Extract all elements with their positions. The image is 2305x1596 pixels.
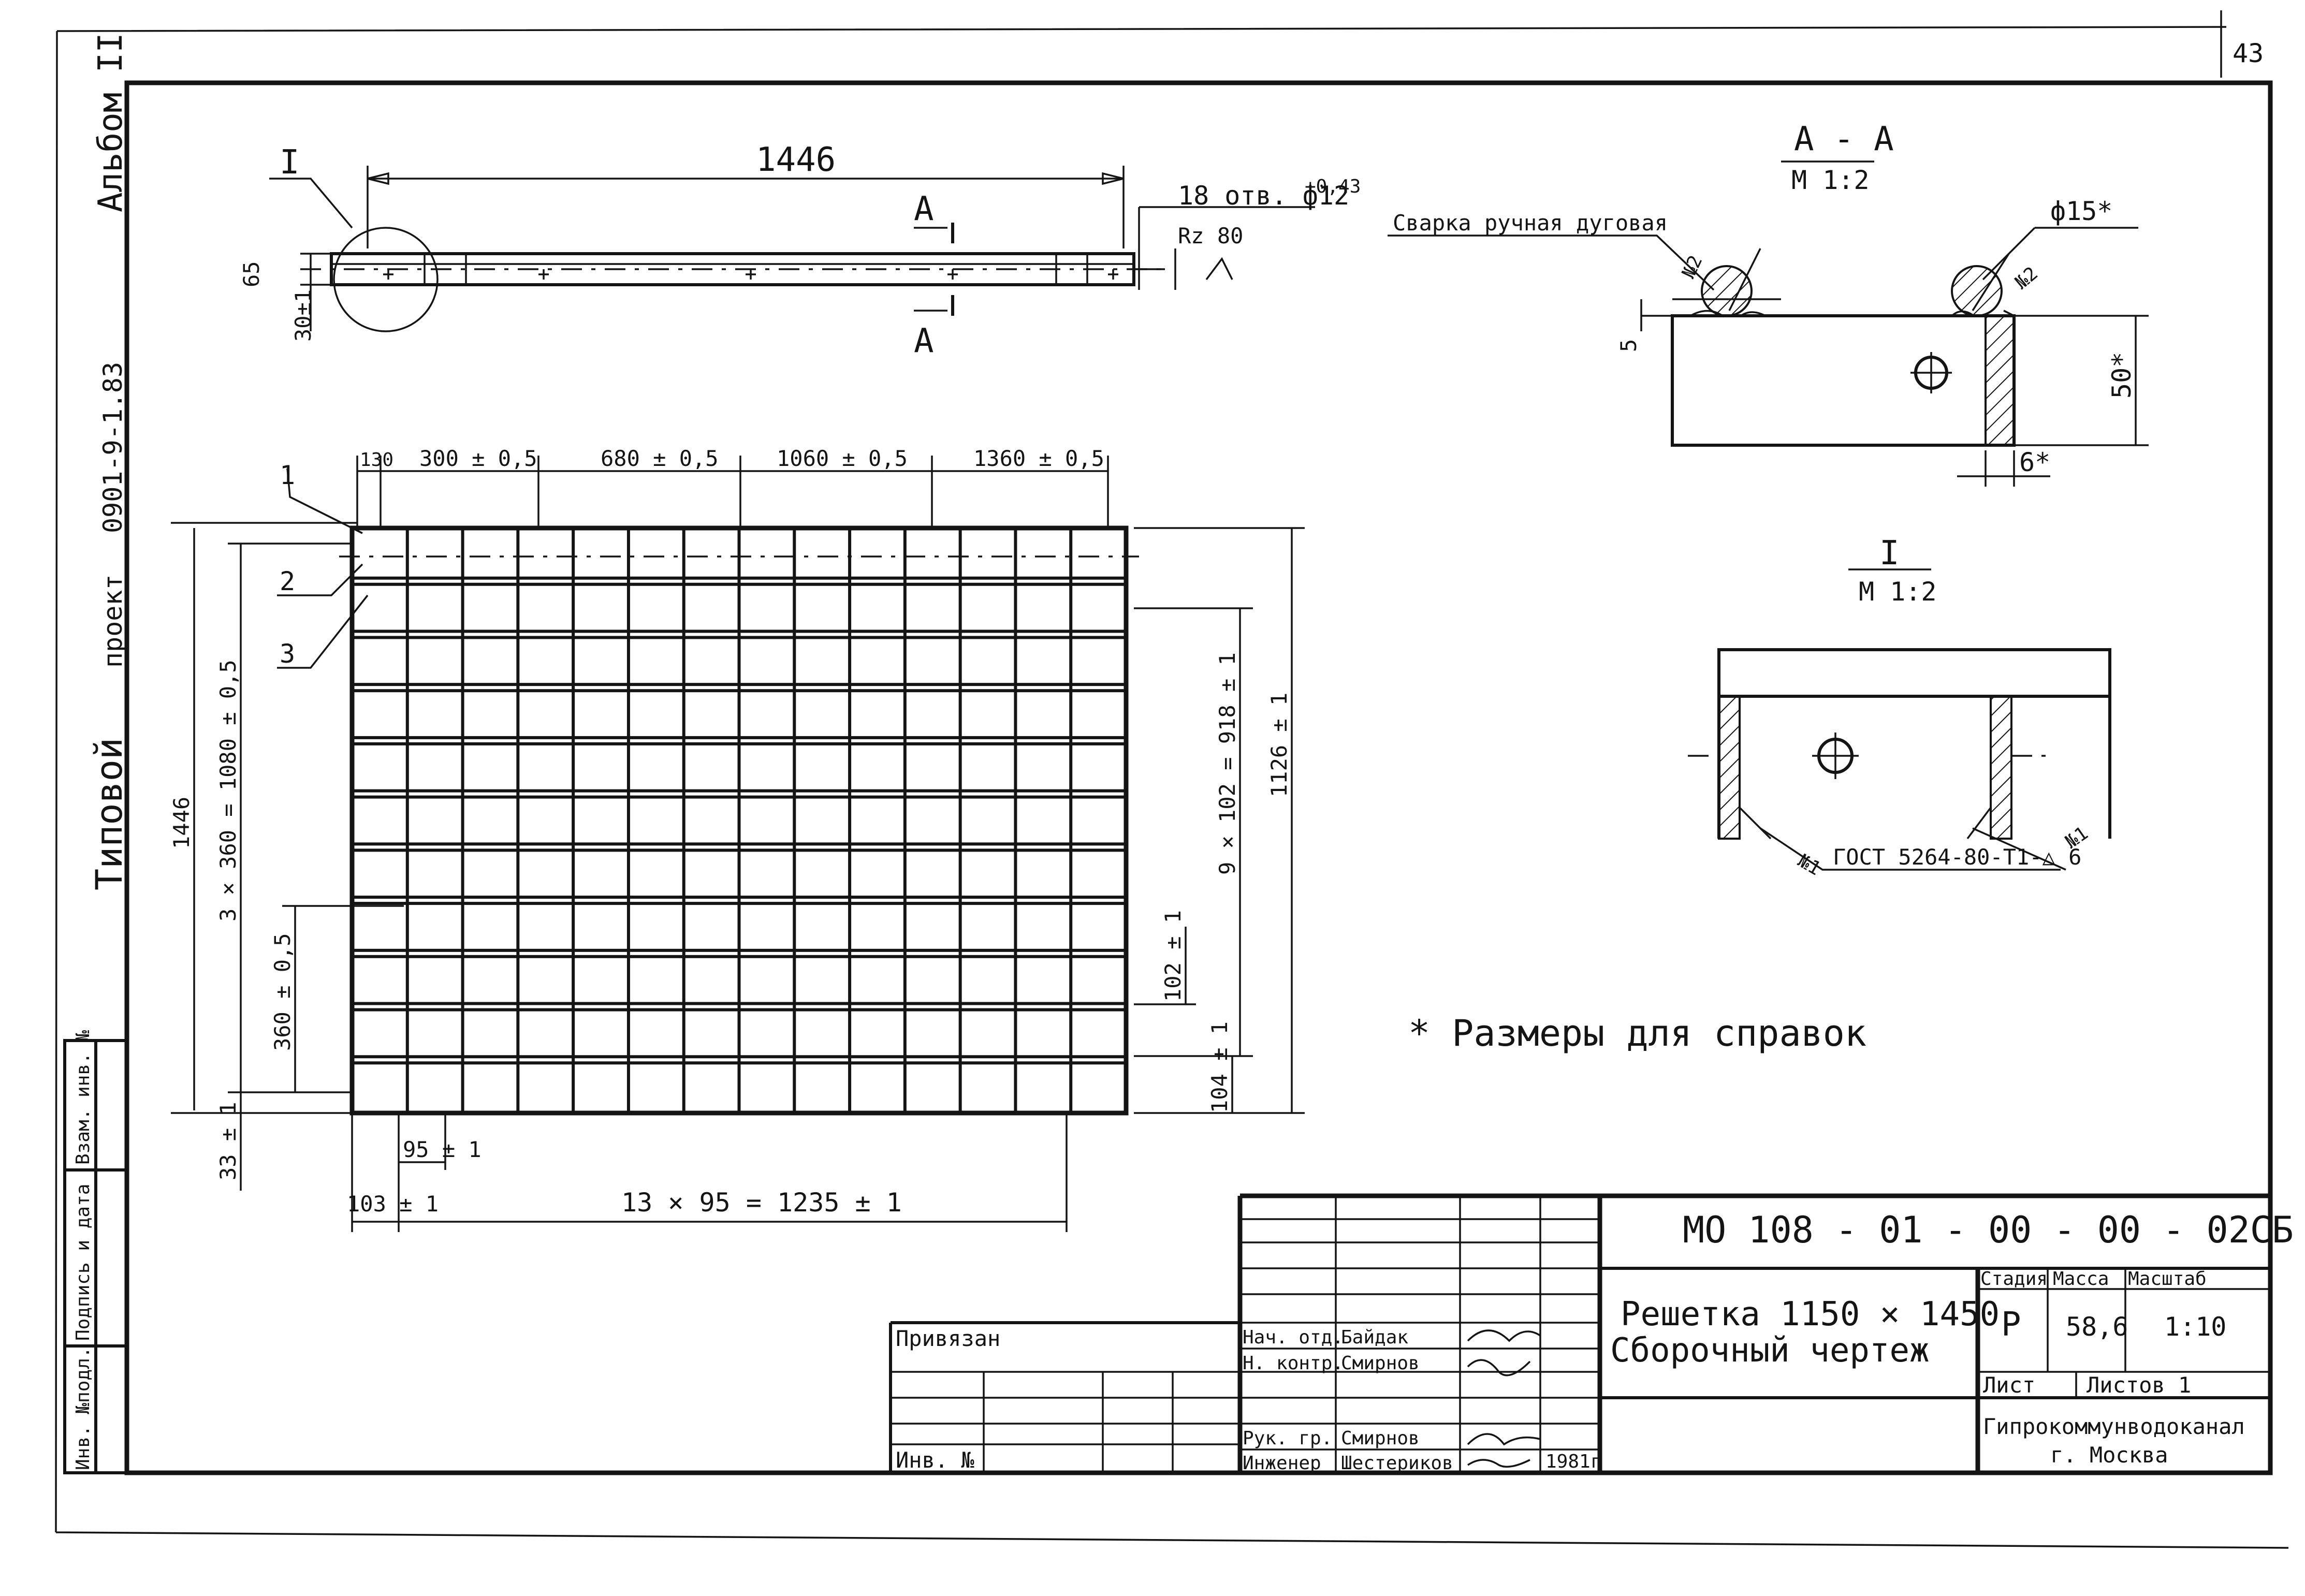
dim-edge-bottom: 103 ± 1 <box>347 1191 439 1217</box>
sheet-frame <box>55 10 2289 1549</box>
grating-bar-horizontal <box>351 629 1128 639</box>
grating-bar-horizontal <box>351 948 1128 958</box>
section-aa-title: А - А <box>1794 120 1894 158</box>
dim-chain-bottom: 13 × 95 = 1235 ± 1 <box>621 1188 902 1218</box>
dim-chain-right: 9 × 102 = 918 ± 1 <box>1215 652 1240 875</box>
top-view-length: 1446 <box>756 141 836 179</box>
title-designation: МО 108 - 01 - 00 - 00 - 02СБ <box>1683 1209 2294 1251</box>
title-inv-no: Инв. № <box>896 1447 974 1473</box>
side-stamp <box>63 1039 128 1474</box>
name-4: Шестериков <box>1341 1453 1453 1474</box>
section-aa-weld-right: №2 <box>2011 263 2042 294</box>
title-name-1: Решетка 1150 × 1450 <box>1621 1295 2000 1334</box>
section-aa-diameter: ф15* <box>2050 196 2112 226</box>
top-view-callout: I <box>280 143 300 182</box>
section-mark-bottom: А <box>914 322 934 360</box>
grating-bar-horizontal <box>351 576 1128 586</box>
project-word: проект <box>98 574 128 668</box>
title-mass-header: Масса <box>2053 1268 2109 1290</box>
side-stamp-podpis: Подпись и дата <box>72 1184 94 1341</box>
side-stamp-vzam: Взам. инв. № <box>72 1030 94 1165</box>
top-dim-3: 680 ± 0,5 <box>601 446 719 471</box>
top-view-roughness: Rz 80 <box>1178 223 1243 248</box>
top-dim-4: 1060 ± 0,5 <box>777 446 908 471</box>
grating-bars <box>351 528 1128 1113</box>
top-dim-1: 130 <box>360 449 393 471</box>
side-stamp-inv: Инв. №подл. <box>72 1347 94 1470</box>
top-view-hole-tol: +0,43 <box>1305 176 1361 197</box>
title-org-2: г. Москва <box>2050 1442 2168 1468</box>
top-dim-2: 300 ± 0,5 <box>419 446 537 471</box>
position-3: 3 <box>280 639 295 669</box>
section-aa-dim-left: 5 <box>1616 339 1641 352</box>
title-block <box>889 1193 2270 1473</box>
title-stage: Р <box>2001 1306 2021 1344</box>
section-aa-scale: М 1:2 <box>1791 165 1870 195</box>
page-number: 43 <box>2233 38 2264 68</box>
detail-i-scale: М 1:2 <box>1859 577 1937 607</box>
section-aa-weld-left: №2 <box>1678 252 1707 282</box>
dim-overall-right: 1126 ± 1 <box>1266 693 1292 797</box>
title-scale: 1:10 <box>2164 1312 2226 1342</box>
grating-bar-horizontal <box>351 842 1128 852</box>
section-aa-weld-note: Сварка ручная дуговая <box>1393 210 1668 236</box>
name-2: Смирнов <box>1341 1353 1420 1374</box>
name-1: Байдак <box>1341 1327 1408 1348</box>
title-mass: 58,6 <box>2066 1312 2128 1342</box>
top-view <box>269 166 1315 332</box>
dim-bottom-left: 33 ± 1 <box>215 1102 241 1180</box>
title-sheet: Лист <box>1983 1372 2035 1398</box>
grating-bar-horizontal <box>351 1055 1128 1065</box>
role-3: Рук. гр. <box>1243 1428 1332 1449</box>
album-label: Альбом II <box>92 33 130 212</box>
top-dim-5: 1360 ± 0,5 <box>973 446 1104 471</box>
grating-bar-horizontal <box>351 789 1128 799</box>
dim-chain-left: 3 × 360 = 1080 ± 0,5 <box>215 660 241 921</box>
detail-i <box>1688 568 2111 871</box>
detail-i-gost: ГОСТ 5264-80-Т1-△ 6 <box>1833 844 2081 870</box>
title-sheets: Листов 1 <box>2087 1372 2191 1398</box>
section-aa-dim-height: 50* <box>2107 352 2137 399</box>
role-4: Инженер <box>1243 1453 1321 1474</box>
role-1: Нач. отд. <box>1243 1327 1344 1348</box>
section-aa-dim-thickness: 6* <box>2019 447 2050 477</box>
dim-pitch-left: 360 ± 0,5 <box>270 933 295 1051</box>
grating-bar-horizontal <box>351 1002 1128 1012</box>
project-code: 0901-9-1.83 <box>98 362 128 533</box>
grating-bar-horizontal <box>351 736 1128 745</box>
reference-note: * Размеры для справок <box>1408 1012 1866 1055</box>
dim-edge-right: 104 ± 1 <box>1207 1021 1232 1113</box>
position-2: 2 <box>280 566 295 596</box>
dim-overall-left: 1446 <box>169 797 194 849</box>
name-3: Смирнов <box>1341 1428 1420 1449</box>
title-name-2: Сборочный чертеж <box>1610 1331 1930 1370</box>
position-1: 1 <box>280 460 295 490</box>
title-scale-header: Масштаб <box>2128 1268 2207 1290</box>
dim-cell-width: 95 ± 1 <box>403 1137 482 1162</box>
top-view-height: 65 <box>239 261 264 287</box>
project-type: Типовой <box>88 738 130 890</box>
grating-bar-horizontal <box>351 683 1128 693</box>
title-org-1: Гипрокоммунводоканал <box>1983 1414 2245 1439</box>
top-view-holes: 18 отв. ф12 <box>1178 181 1349 211</box>
section-mark-top: А <box>914 190 934 228</box>
title-year: 1981г <box>1545 1451 1601 1472</box>
role-2: Н. контр. <box>1243 1353 1344 1374</box>
grating-bar-horizontal <box>351 896 1128 905</box>
plan-view <box>171 456 1305 1232</box>
top-view-offset: 30±1 <box>290 289 316 342</box>
dim-pitch-right: 102 ± 1 <box>1160 910 1186 1002</box>
title-stage-header: Стадия <box>1980 1268 2048 1290</box>
detail-i-title: I <box>1879 534 1900 573</box>
section-aa <box>1388 160 2149 487</box>
title-privyazan: Привязан <box>896 1326 1000 1351</box>
